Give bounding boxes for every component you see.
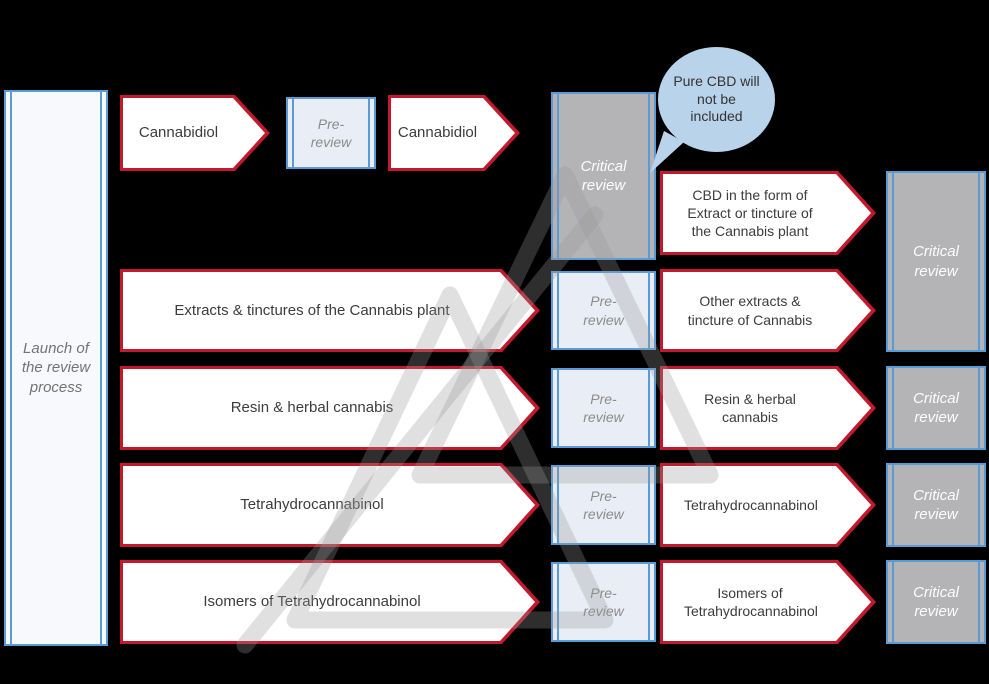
- critical-review-box-resin: Critical review: [886, 366, 986, 450]
- arrow-label: Cannabidiol: [138, 124, 219, 142]
- speech-bubble-tail: [650, 131, 684, 173]
- pre-review-box-resin: Pre-review: [551, 368, 656, 448]
- arrow-resin-out: Resin & herbal cannabis: [660, 366, 876, 450]
- arrow-isomers-out: Isomers of Tetrahydrocannabinol: [660, 560, 876, 644]
- pre-review-label: Pre-review: [583, 293, 624, 328]
- pre-review-label: Pre-review: [583, 390, 624, 425]
- launch-label: Launch of the review process: [21, 339, 91, 396]
- arrow-body: [123, 466, 535, 544]
- arrow-label: CBD in the form of Extract or tincture o…: [687, 186, 813, 240]
- pre-review-label: Pre-review: [583, 487, 624, 522]
- critical-review-box-cannabidiol: Critical review: [551, 92, 656, 260]
- critical-review-label: Critical review: [913, 243, 959, 280]
- arrow-body: [123, 563, 535, 641]
- arrow-body: [663, 466, 871, 544]
- arrow-body: [123, 369, 535, 447]
- arrow-label: Tetrahydrocannabinol: [240, 496, 384, 514]
- critical-review-label: Critical review: [913, 486, 959, 524]
- pre-review-label: Pre-review: [310, 115, 352, 150]
- speech-bubble-text: Pure CBD will not be included: [673, 72, 760, 125]
- arrow-body: [663, 369, 871, 447]
- arrow-label: Resin & herbal cannabis: [704, 390, 796, 425]
- arrow-label: Resin & herbal cannabis: [230, 399, 394, 417]
- arrow-body: [123, 272, 535, 349]
- arrow-body: [123, 98, 265, 168]
- pre-review-box-thc: Pre-review: [551, 465, 656, 545]
- arrow-thc-source: Tetrahydrocannabinol: [120, 463, 540, 547]
- critical-review-box-thc: Critical review: [886, 463, 986, 547]
- arrow-cannabidiol-source: Cannabidiol: [120, 95, 270, 171]
- arrow-body: [663, 174, 871, 252]
- pre-review-box-cannabidiol: Pre-review: [286, 97, 376, 169]
- arrow-extracts-source: Extracts & tinctures of the Cannabis pla…: [120, 269, 540, 352]
- critical-review-label: Critical review: [913, 583, 959, 621]
- arrow-label: Isomers of Tetrahydrocannabinol: [203, 593, 421, 611]
- arrow-body: [663, 563, 871, 641]
- pre-review-box-isomers: Pre-review: [551, 562, 656, 642]
- critical-review-box-isomers: Critical review: [886, 560, 986, 644]
- speech-bubble: Pure CBD will not be included: [658, 47, 775, 152]
- arrow-label: Isomers of Tetrahydrocannabinol: [684, 584, 818, 619]
- arrow-resin-source: Resin & herbal cannabis: [120, 366, 540, 450]
- critical-review-label: Critical review: [913, 389, 959, 427]
- arrow-label: Extracts & tinctures of the Cannabis pla…: [174, 301, 450, 319]
- arrow-thc-out: Tetrahydrocannabinol: [660, 463, 876, 547]
- critical-review-label: Critical review: [580, 157, 627, 195]
- launch-process-box: Launch of the review process: [4, 90, 108, 646]
- arrow-cannabidiol-mid: Cannabidiol: [388, 95, 520, 171]
- arrow-isomers-source: Isomers of Tetrahydrocannabinol: [120, 560, 540, 644]
- arrow-cbd-extract: CBD in the form of Extract or tincture o…: [660, 171, 876, 255]
- pre-review-label: Pre-review: [583, 584, 624, 619]
- pre-review-box-extracts: Pre-review: [551, 271, 656, 350]
- arrow-label: Cannabidiol: [397, 124, 478, 142]
- arrow-label: Other extracts & tincture of Cannabis: [687, 293, 813, 328]
- arrow-body: [663, 272, 871, 349]
- arrow-other-extracts: Other extracts & tincture of Cannabis: [660, 269, 876, 352]
- arrow-label: Tetrahydrocannabinol: [684, 496, 818, 513]
- critical-review-box-extracts-shared: Critical review: [886, 171, 986, 352]
